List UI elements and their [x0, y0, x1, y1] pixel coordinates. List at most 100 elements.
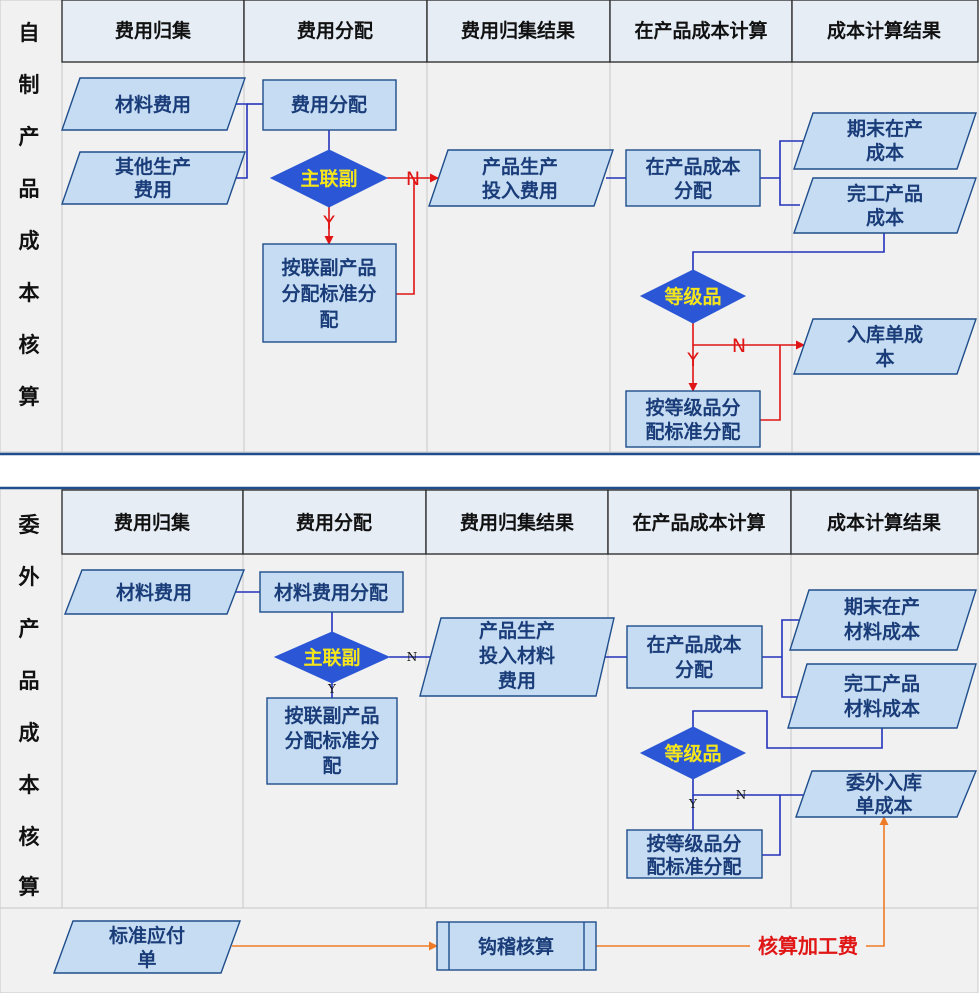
panel2-prod-input-label-2: 投入材料	[479, 644, 555, 667]
panel1-cost-allocation-shape	[262, 79, 397, 131]
panel1-prod-input-label-2: 投入费用	[482, 179, 558, 202]
panel2-wip-alloc-label-1: 在产品成本	[646, 633, 741, 656]
panel1-lane-3	[426, 0, 611, 453]
panel2-decision-grade-label: 等级品	[663, 742, 721, 765]
panel1-wip-alloc-label-2: 分配	[674, 180, 712, 202]
panel-outsourced: 费用归集 费用分配 费用归集结果 在产品成本计算 成本计算结果 委 外 产 品 …	[0, 486, 980, 993]
panel1-side-char-2: 产	[19, 125, 40, 149]
panel-self-made: 费用归集 费用分配 费用归集结果 在产品成本计算 成本计算结果 自 制 产 品 …	[0, 0, 980, 456]
panel1-node-ending-wip[interactable]: 期末在产 成本	[793, 112, 977, 170]
panel2-node-grade-alloc[interactable]: 按等级品分 配标准分配	[626, 829, 763, 879]
panel2-finished-material-label-2: 材料成本	[844, 697, 920, 720]
panel2-prod-input-shape	[419, 617, 615, 697]
panel1-decision-joint-label: 主联副	[300, 168, 357, 190]
panel2-connector-grade-return	[762, 795, 781, 856]
panel2-node-material-alloc[interactable]: 材料费用分配	[259, 571, 404, 613]
panel1-flag-n: N	[406, 168, 420, 190]
panel1-lane-1	[61, 0, 245, 453]
panel2-decision-joint-label: 主联副	[303, 647, 360, 669]
panel1-warehouse-cost-shape	[793, 318, 977, 375]
panel2-lane-3	[425, 487, 609, 909]
panel1-flag-grade-y: Y	[686, 349, 699, 371]
panel2-header-2	[242, 489, 427, 555]
panel1-connector-collect	[233, 103, 248, 179]
panel2-wip-alloc-label-2: 分配	[675, 659, 713, 681]
panel1-node-joint-alloc[interactable]: 按联副产品 分配标准分 配	[262, 243, 397, 343]
panel2-side-char-4: 成	[19, 721, 40, 745]
panel2-material-alloc-shape	[259, 571, 404, 613]
panel1-joint-alloc-label-2: 分配标准分	[281, 283, 376, 305]
panel2-standard-payable-shape	[52, 920, 242, 974]
panel1-connector-finished-grade	[692, 233, 885, 270]
panel1-node-prod-input[interactable]: 产品生产 投入费用	[428, 149, 614, 207]
panel2-node-ending-wip-material[interactable]: 期末在产 材料成本	[789, 589, 977, 651]
panel2-header-1	[61, 489, 244, 555]
panel2-node-reconciliation[interactable]: 钩稽核算	[436, 921, 597, 971]
panel2-side-char-1: 外	[19, 565, 40, 589]
panel2-flag-n: N	[407, 650, 418, 664]
panel2-standard-payable-label-2: 单	[137, 948, 156, 971]
panel2-finished-material-shape	[787, 663, 977, 729]
panel2-node-outsourced-cost[interactable]: 委外入库 单成本	[795, 770, 978, 818]
panel1-col-1-title: 费用归集	[115, 19, 192, 42]
panel1-side-char-3: 品	[19, 177, 40, 201]
panel2-reconciliation-shape	[436, 921, 597, 971]
panel1-node-finished-cost[interactable]: 完工产品 成本	[793, 177, 977, 234]
panel1-node-warehouse-cost[interactable]: 入库单成 本	[793, 318, 977, 375]
panel2-outsourced-cost-label-2: 单成本	[855, 794, 912, 817]
panel1-side-char-6: 核	[19, 333, 40, 357]
panel1-decision-grade[interactable]: 等级品	[639, 269, 747, 324]
panel1-node-wip-alloc[interactable]: 在产品成本 分配	[625, 149, 761, 207]
panel1-side-lane	[0, 0, 63, 453]
panel1-grade-alloc-shape	[625, 390, 761, 448]
panel1-joint-alloc-shape	[262, 243, 397, 343]
panel1-side-char-1: 制	[19, 73, 40, 97]
panel2-node-finished-material[interactable]: 完工产品 材料成本	[787, 663, 977, 729]
panel1-wip-alloc-label-1: 在产品成本	[645, 155, 740, 178]
panel2-col-2-title: 费用分配	[296, 512, 372, 534]
panel2-side-char-7: 算	[19, 875, 40, 899]
panel1-col-3-title: 费用归集结果	[461, 19, 575, 42]
panel1-node-grade-alloc[interactable]: 按等级品分 配标准分配	[625, 390, 761, 448]
panel2-node-material-cost[interactable]: 材料费用	[63, 569, 246, 615]
panel2-connector-wip-results	[762, 619, 804, 698]
panel1-other-cost-label-1: 其他生产	[115, 155, 191, 178]
panel2-joint-alloc-label-2: 分配标准分	[284, 730, 379, 752]
panel2-processing-fee-note: 核算加工费	[758, 934, 858, 958]
panel2-side-char-2: 产	[19, 617, 40, 641]
panel2-header-5	[790, 489, 979, 555]
panel1-lane-2	[243, 0, 428, 453]
panel2-grade-alloc-label-1: 按等级品分	[646, 832, 741, 855]
panel2-flag-grade-y: Y	[688, 797, 698, 811]
panel2-col-1-title: 费用归集	[114, 511, 191, 534]
panel1-decision-joint[interactable]: 主联副	[269, 149, 389, 208]
panel1-node-cost-allocation[interactable]: 费用分配	[262, 79, 397, 131]
panel1-decision-grade-label: 等级品	[663, 285, 721, 308]
panel2-decision-joint[interactable]: 主联副	[273, 631, 391, 684]
panel1-prod-input-shape	[428, 149, 614, 207]
panel1-finished-cost-label-2: 成本	[866, 206, 904, 229]
panel2-flag-y: Y	[327, 682, 337, 696]
panel2-node-joint-alloc[interactable]: 按联副产品 分配标准分 配	[266, 697, 398, 785]
panel2-node-wip-alloc[interactable]: 在产品成本 分配	[626, 625, 763, 689]
panel1-finished-cost-label-1: 完工产品	[847, 182, 923, 205]
panel1-header-2	[243, 0, 428, 63]
panel2-finished-material-label-1: 完工产品	[844, 672, 920, 695]
panel1-side-char-4: 成	[19, 229, 40, 253]
panel2-decision-grade[interactable]: 等级品	[639, 726, 747, 780]
panel2-ending-wip-material-shape	[789, 589, 977, 651]
panel1-flag-grade-n: N	[732, 335, 746, 357]
panel1-ending-wip-shape	[793, 112, 977, 170]
panel1-node-material-cost[interactable]: 材料费用	[61, 77, 246, 131]
panel2-node-standard-payable[interactable]: 标准应付 单	[52, 920, 242, 974]
panel2-ending-wip-material-label-1: 期末在产	[844, 595, 920, 618]
panel1-material-cost-label: 材料费用	[115, 93, 191, 116]
panel2-node-prod-input[interactable]: 产品生产 投入材料 费用	[419, 617, 615, 697]
panel1-cost-allocation-label: 费用分配	[291, 94, 367, 116]
panel1-connector-wip-results	[760, 140, 808, 206]
panel2-lane-1	[61, 487, 244, 909]
panel1-grade-alloc-label-1: 按等级品分	[645, 396, 740, 419]
panel1-node-other-cost[interactable]: 其他生产 费用	[61, 151, 246, 205]
panel1-side-char-0: 自	[19, 21, 40, 45]
panel2-outsourced-cost-label-1: 委外入库	[845, 771, 922, 794]
